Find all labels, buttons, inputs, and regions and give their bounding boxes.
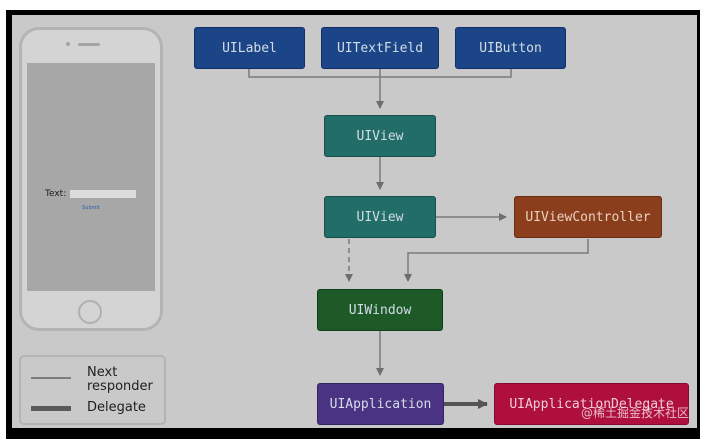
node-uiview-mid: UIView bbox=[324, 196, 436, 238]
front-camera bbox=[66, 42, 70, 46]
legend-delegate: Delegate bbox=[87, 400, 146, 415]
home-button bbox=[78, 300, 102, 324]
legend: Next responder Delegate bbox=[19, 355, 166, 425]
node-uiapplicationdelegate: UIApplicationDelegate bbox=[494, 383, 689, 425]
delegate-line bbox=[31, 406, 71, 411]
node-uiview-top: UIView bbox=[324, 115, 436, 157]
phone-screen: Text: Submit bbox=[27, 63, 155, 291]
watermark: @稀土掘金技术社区 bbox=[580, 406, 689, 420]
node-uiapplication: UIApplication bbox=[317, 383, 444, 425]
phone-mockup: Text: Submit bbox=[19, 27, 163, 331]
arrow-controller-to-window bbox=[404, 239, 589, 282]
node-uibutton: UIButton bbox=[455, 27, 566, 69]
submit-button: Submit bbox=[82, 205, 100, 211]
diagram-slide: Text: Submit Next responder Delegate bbox=[12, 15, 697, 428]
next-responder-line bbox=[31, 377, 71, 379]
earpiece-speaker bbox=[78, 43, 100, 46]
node-uitextfield: UITextField bbox=[321, 27, 439, 69]
text-field bbox=[70, 190, 136, 198]
node-uiviewcontroller: UIViewController bbox=[514, 196, 662, 238]
legend-next-responder: Next responder bbox=[87, 365, 153, 394]
connector-lines bbox=[248, 69, 589, 409]
node-uilabel: UILabel bbox=[194, 27, 305, 69]
node-uiwindow: UIWindow bbox=[317, 289, 443, 331]
text-label: Text: bbox=[45, 189, 67, 199]
